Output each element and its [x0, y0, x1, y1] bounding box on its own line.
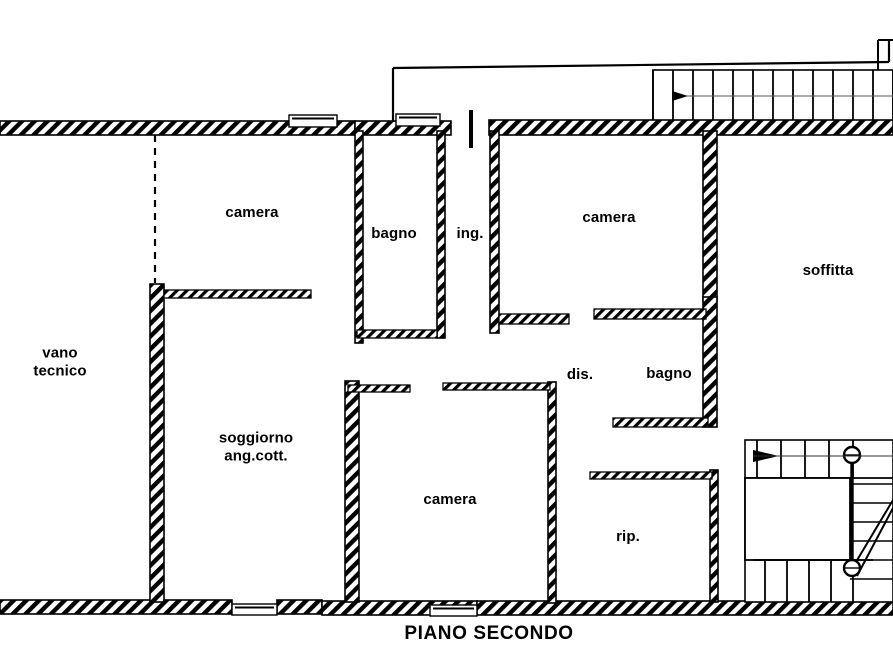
- staircase-lower-right: [744, 439, 893, 603]
- wall-bottom-exterior-left: [0, 599, 233, 615]
- wall-vertical-soffitta-lower: [702, 296, 718, 428]
- room-label-soggiorno-angolo-cottura: soggiorno ang.cott.: [218, 429, 294, 464]
- staircase-upper-right: [652, 69, 893, 123]
- room-label-bagno-top: bagno: [371, 225, 417, 243]
- window-top-camera-left: [288, 114, 338, 128]
- wall-partition-bagno-right-bottom: [612, 417, 709, 428]
- room-label-vano-tecnico: vano tecnico: [33, 344, 87, 379]
- staircase-upper-right-direction-arrow: [672, 91, 688, 101]
- wall-partition-rip-top: [589, 471, 713, 480]
- room-label-camera-top-right: camera: [582, 209, 636, 227]
- window-top-bagno: [395, 113, 441, 127]
- staircase-lower-right-landing: [744, 477, 851, 561]
- wall-stub-ing-right: [436, 130, 446, 339]
- wall-stub-camera-tl-left: [354, 130, 364, 344]
- wall-partition-camera-center-top-right: [442, 382, 551, 391]
- wall-bottom-exterior-mid: [276, 599, 323, 615]
- window-bottom-soggiorno: [231, 603, 278, 616]
- staircase-lower-right-break-line: [849, 499, 893, 573]
- thin-partition-walls: [163, 289, 713, 480]
- wall-partition-camera-center-top-left: [347, 384, 411, 393]
- room-label-ripostiglio: rip.: [616, 528, 640, 546]
- wall-stub-camera-center-right: [547, 381, 557, 604]
- room-label-ingresso: ing.: [456, 225, 484, 243]
- door-marker-ing: [469, 110, 473, 148]
- wall-partition-bagno-bottom: [356, 329, 438, 339]
- room-label-disimpegno: dis.: [566, 366, 594, 384]
- wall-stub-rip-right: [709, 469, 719, 603]
- room-label-bagno-right: bagno: [646, 365, 692, 383]
- wall-bottom-exterior-far: [476, 600, 893, 616]
- room-label-soffitta: soffitta: [802, 262, 854, 280]
- wall-top-exterior-right: [488, 119, 893, 136]
- wall-stub-camera-tr-left: [489, 130, 500, 334]
- wall-partition-camera-tr-bottom: [498, 313, 570, 325]
- staircase-lower-right-break-line-2: [856, 507, 893, 577]
- wall-vertical-soggiorno-right: [344, 380, 360, 603]
- door-window-openings: [231, 110, 478, 617]
- wall-partition-vano-tecnico-top: [163, 289, 312, 299]
- page-title: PIANO SECONDO: [404, 623, 574, 644]
- window-bottom-camera-center: [429, 604, 478, 617]
- room-label-camera-center: camera: [423, 491, 477, 509]
- wall-partition-bagno-right-top: [593, 308, 707, 320]
- room-label-camera-top-left: camera: [225, 204, 279, 222]
- wall-vertical-soffitta-left: [702, 130, 718, 302]
- wall-vertical-vano-tecnico: [149, 283, 165, 603]
